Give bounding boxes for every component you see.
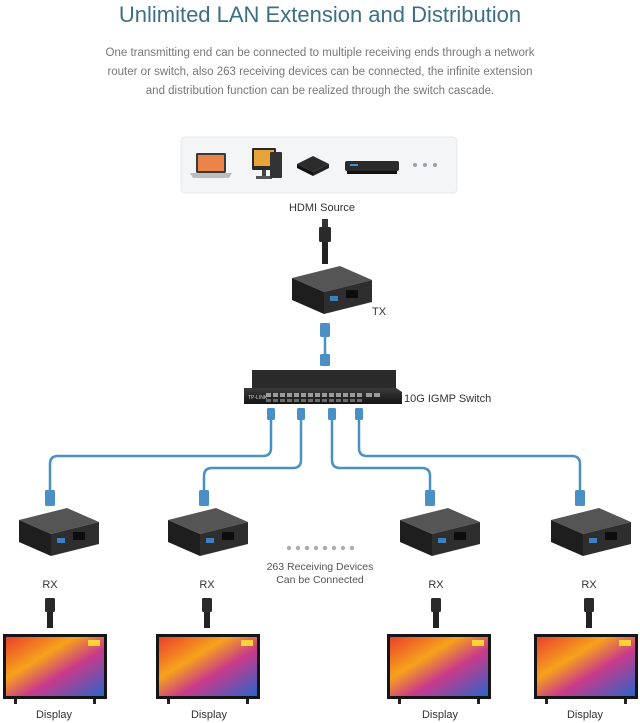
ethernet-cable-rx-2: [199, 408, 305, 506]
display-4: [534, 634, 638, 704]
description-line-1: One transmitting end can be connected to…: [106, 47, 535, 59]
hdmi-source-label: HDMI Source: [289, 202, 355, 214]
hdmi-cable-rx-3: [431, 598, 441, 628]
media-box-icon: [297, 156, 329, 176]
switch-label: 10G IGMP Switch: [404, 393, 491, 405]
rx-extender-1: [19, 508, 99, 556]
page-title: Unlimited LAN Extension and Distribution: [119, 2, 521, 27]
hdmi-cable-rx-1: [45, 598, 55, 628]
rx-label-1: RX: [42, 579, 58, 591]
display-label-4: Display: [567, 709, 604, 721]
description-line-2: router or switch, also 263 receiving dev…: [107, 66, 532, 78]
display-3: [387, 634, 491, 704]
more-devices-ellipsis-icon: [413, 163, 437, 167]
rx-extender-2: [168, 508, 248, 556]
ethernet-cable-rx-3: [328, 408, 435, 506]
hdmi-cable-rx-4: [584, 598, 594, 628]
rx-label-4: RX: [581, 579, 597, 591]
desktop-pc-icon: [252, 148, 282, 179]
description-line-3: and distribution function can be realize…: [146, 85, 494, 97]
display-label-2: Display: [191, 709, 228, 721]
receiving-note-line-1: 263 Receiving Devices: [267, 561, 374, 573]
hdmi-source-panel: [180, 136, 458, 194]
display-label-3: Display: [422, 709, 459, 721]
rx-label-3: RX: [428, 579, 444, 591]
display-label-1: Display: [36, 709, 73, 721]
tx-label: TX: [372, 306, 387, 318]
rx-label-2: RX: [199, 579, 215, 591]
ethernet-cable-rx-1: [45, 408, 275, 506]
tx-extender: [292, 266, 372, 314]
more-receivers-ellipsis-icon: [286, 545, 355, 551]
set-top-box-icon: [345, 161, 399, 174]
receiving-note-line-2: Can be Connected: [276, 574, 364, 586]
rx-extender-4: [551, 508, 631, 556]
network-switch: TP-LINK: [244, 370, 402, 404]
display-2: [156, 634, 260, 704]
display-1: [3, 634, 107, 704]
hdmi-cable-rx-2: [202, 598, 212, 628]
laptop-icon: [190, 153, 232, 178]
ethernet-cable-rx-4: [355, 408, 585, 506]
switch-brand-logo: TP-LINK: [248, 395, 268, 401]
rx-extender-3: [400, 508, 480, 556]
ethernet-cable-tx: [320, 323, 330, 366]
hdmi-cable-source: [319, 219, 331, 264]
